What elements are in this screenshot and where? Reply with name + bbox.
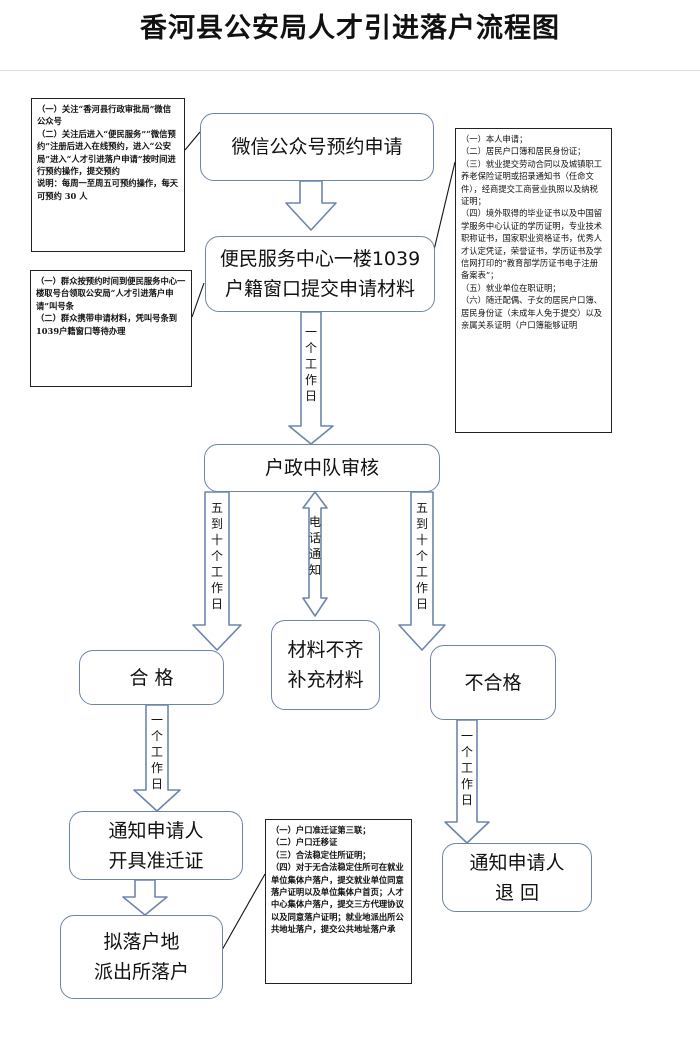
label-one-workday-fail: 一 个 工 作 日 xyxy=(460,729,473,807)
window-steps-note: （一）群众按预约时间到便民服务中心一楼取号台领取公安局“人才引进落户申请”叫号条… xyxy=(30,270,192,387)
pointer-wechat-note xyxy=(184,131,201,151)
arrow-review-to-pass xyxy=(192,491,242,651)
title-divider xyxy=(0,70,700,71)
label-five-to-ten-right: 五 到 十 个 工 作 日 xyxy=(415,501,428,611)
page-title: 香河县公安局人才引进落户流程图 xyxy=(140,13,560,44)
wechat-steps-note: （一）关注“香河县行政审批局”微信公众号 （二）关注后进入“便民服务”“微信预约… xyxy=(31,98,185,252)
arrow-pass-to-notify xyxy=(133,704,181,812)
settle-documents-note: （一）户口准迁证第三联； （二）户口迁移证 （三）合法稳定住所证明； （四）对于… xyxy=(265,819,412,984)
review-box: 户政中队审核 xyxy=(204,444,440,492)
arrow-review-to-fail xyxy=(398,491,446,651)
notify-fail-box: 通知申请人 退 回 xyxy=(442,843,592,912)
submit-materials-box: 便民服务中心一楼1039 户籍窗口提交申请材料 xyxy=(205,236,435,312)
label-one-workday-pass: 一 个 工 作 日 xyxy=(150,713,163,791)
label-phone-notice: 电 话 通 知 xyxy=(308,515,321,577)
pointer-window-note xyxy=(191,282,205,318)
register-box: 拟落户地 派出所落户 xyxy=(60,915,223,999)
pointer-settle-note xyxy=(221,873,266,951)
notify-pass-box: 通知申请人 开具准迁证 xyxy=(69,811,243,880)
fail-box: 不合格 xyxy=(430,645,556,720)
arrow-wechat-to-submit xyxy=(285,180,337,231)
arrow-notify-to-register xyxy=(122,879,168,916)
wechat-appointment-box: 微信公众号预约申请 xyxy=(200,113,434,181)
arrow-submit-to-review xyxy=(288,311,334,445)
arrow-review-to-supplement xyxy=(302,491,328,617)
required-materials-note: （一）本人申请； （二）居民户口簿和居民身份证； （三）就业提交劳动合同以及城镇… xyxy=(455,128,612,433)
supplement-box: 材料不齐 补充材料 xyxy=(271,620,380,710)
pointer-materials-note xyxy=(433,161,456,251)
pass-box: 合 格 xyxy=(79,650,224,705)
label-one-workday: 一 个 工 作 日 xyxy=(304,325,317,403)
label-five-to-ten-left: 五 到 十 个 工 作 日 xyxy=(210,501,223,611)
arrow-fail-to-notify xyxy=(444,719,490,844)
